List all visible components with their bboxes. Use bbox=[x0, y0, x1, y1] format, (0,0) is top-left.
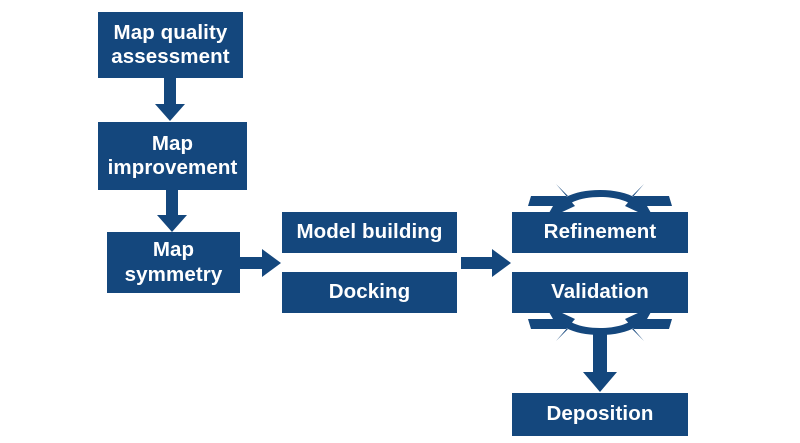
node-label: Deposition bbox=[546, 402, 654, 426]
node-deposition[interactable]: Deposition bbox=[512, 393, 688, 436]
node-map-symmetry[interactable]: Map symmetry bbox=[107, 232, 240, 293]
node-label: Refinement bbox=[543, 220, 657, 244]
node-label: Validation bbox=[551, 280, 649, 304]
node-refinement[interactable]: Refinement bbox=[512, 212, 688, 253]
arrow-building-to-refinement bbox=[461, 249, 511, 277]
arrow-symmetry-to-building bbox=[238, 249, 281, 277]
node-label: Map improvement bbox=[107, 131, 238, 179]
node-label: Docking bbox=[328, 280, 411, 304]
node-validation[interactable]: Validation bbox=[512, 272, 688, 313]
node-label: Map symmetry bbox=[124, 238, 223, 286]
arrow-improvement-to-symmetry bbox=[157, 190, 187, 232]
node-model-building[interactable]: Model building bbox=[282, 212, 457, 253]
node-label: Map quality assessment bbox=[111, 20, 230, 68]
node-label: Model building bbox=[296, 220, 443, 244]
node-map-quality-assessment[interactable]: Map quality assessment bbox=[98, 12, 243, 78]
node-docking[interactable]: Docking bbox=[282, 272, 457, 313]
node-map-improvement[interactable]: Map improvement bbox=[98, 122, 247, 190]
arrow-quality-to-improvement bbox=[155, 78, 185, 121]
arrow-validation-to-deposition bbox=[583, 330, 617, 392]
